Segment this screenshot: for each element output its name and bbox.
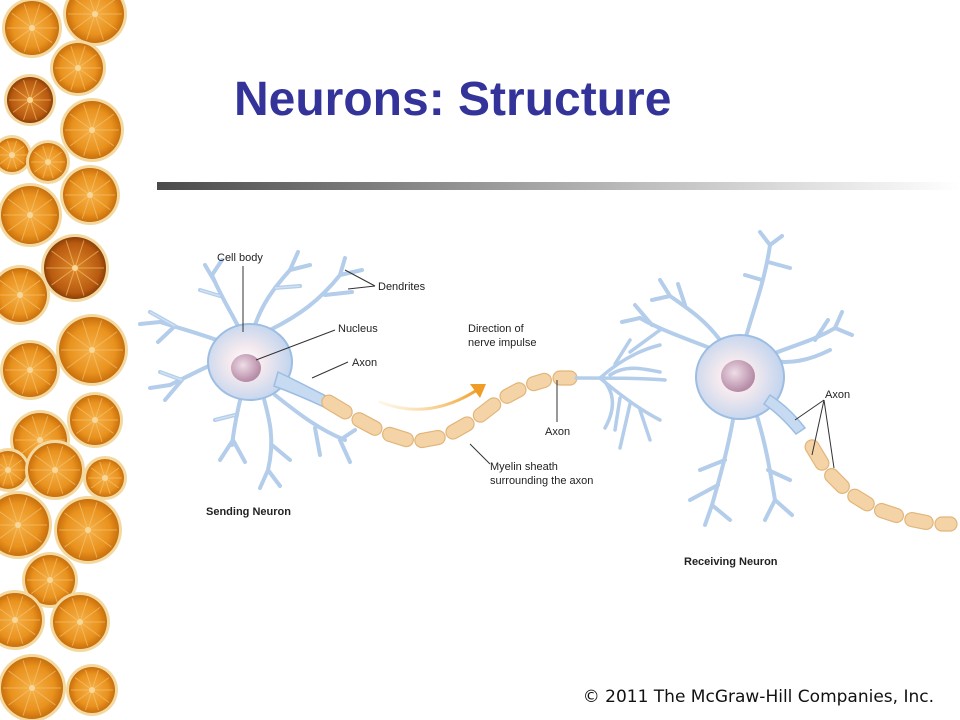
label-axon-sending: Axon	[352, 357, 377, 369]
label-cell-body: Cell body	[217, 252, 263, 264]
orange-slice	[67, 392, 123, 448]
leader-dendrites	[344, 269, 376, 290]
label-nucleus: Nucleus	[338, 323, 378, 335]
label-myelin-1: Myelin sheath	[490, 461, 558, 473]
label-receiving-neuron: Receiving Neuron	[684, 556, 778, 568]
orange-slice	[83, 456, 127, 500]
myelin-segment	[934, 516, 958, 532]
orange-slice	[60, 98, 124, 162]
myelin-segment	[847, 488, 875, 512]
orange-slice	[41, 234, 109, 302]
myelin-sheath	[321, 370, 578, 449]
orange-slice	[4, 74, 56, 126]
myelin-segment	[499, 382, 527, 404]
impulse-arrow	[378, 386, 482, 411]
orange-slice	[26, 140, 70, 184]
orange-slice	[60, 165, 120, 225]
orange-slice	[0, 183, 62, 247]
leader-nucleus	[255, 329, 336, 361]
myelin-segment	[526, 372, 552, 392]
myelin-segment	[414, 429, 446, 449]
myelin-segment	[873, 502, 905, 524]
myelin-segment	[351, 412, 383, 436]
label-dendrites: Dendrites	[378, 281, 426, 293]
label-axon-receiving: Axon	[825, 389, 850, 401]
myelin-segment	[804, 439, 830, 471]
orange-slice	[0, 340, 60, 400]
orange-slice	[63, 0, 127, 46]
myelin-segment	[904, 511, 934, 531]
orange-slice	[56, 314, 128, 386]
orange-slice	[50, 40, 106, 96]
myelin-segment	[472, 397, 502, 423]
orange-slice	[0, 448, 30, 492]
orange-slice	[50, 592, 110, 652]
label-sending-neuron: Sending Neuron	[206, 506, 291, 518]
myelin-segment	[824, 468, 850, 494]
sending-nucleus	[231, 354, 261, 382]
orange-slice	[2, 0, 62, 58]
orange-slices-decoration	[0, 0, 128, 720]
leader-myelin	[469, 443, 491, 465]
title-divider	[157, 182, 960, 190]
leader-axon-sending	[311, 361, 349, 379]
label-myelin-2: surrounding the axon	[490, 475, 593, 487]
myelin-segment	[321, 394, 353, 420]
axon-terminals	[574, 328, 667, 450]
page-title: Neurons: Structure	[234, 73, 672, 126]
orange-slice	[0, 491, 52, 559]
receiving-myelin-sheath	[804, 439, 958, 532]
orange-slice	[54, 496, 122, 564]
orange-slice	[0, 135, 32, 175]
label-axon-middle: Axon	[545, 426, 570, 438]
label-direction-1: Direction of	[468, 323, 525, 335]
leader-axon-receiving	[794, 399, 835, 469]
myelin-segment	[445, 416, 475, 440]
orange-slice	[0, 654, 66, 720]
orange-slice	[0, 590, 45, 650]
orange-slice	[0, 265, 50, 325]
orange-slice	[22, 552, 78, 608]
receiving-nucleus	[721, 360, 755, 392]
label-direction-2: nerve impulse	[468, 337, 536, 349]
copyright-notice: © 2011 The McGraw-Hill Companies, Inc.	[582, 687, 934, 707]
myelin-segment	[382, 426, 414, 448]
orange-slice	[25, 440, 85, 500]
orange-slice	[66, 664, 118, 716]
